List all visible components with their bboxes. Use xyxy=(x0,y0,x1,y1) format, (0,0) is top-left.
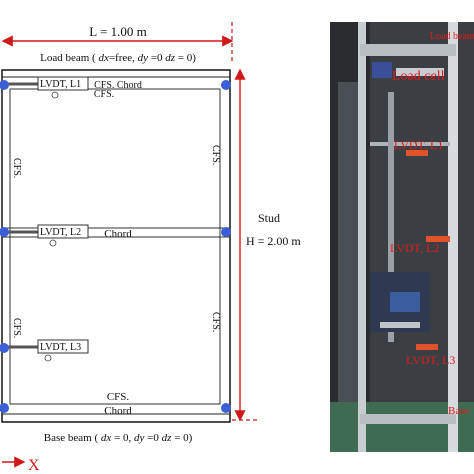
x-axis-label: X xyxy=(28,457,40,474)
photo-lvdt-l2-label: LVDT, L2 xyxy=(390,241,440,255)
mid-chord-label: Chord xyxy=(104,228,132,240)
outer-frame xyxy=(1,69,231,423)
node-mid-left xyxy=(0,227,9,237)
height-dimension: Stud H = 2.00 m xyxy=(232,68,301,422)
lvdt-l1-body xyxy=(37,76,89,91)
base-beam-label: Base beam ( dx = 0, dy =0 dz = 0) xyxy=(44,432,193,444)
inner-frame xyxy=(9,88,221,405)
node-bottom-right xyxy=(221,403,231,413)
photo-base-label: Base xyxy=(448,405,470,417)
lvdt-l2: LVDT, L2 xyxy=(8,224,89,247)
lvdt-l2-clamp xyxy=(49,239,57,247)
node-top-left xyxy=(0,80,9,90)
left-cfs-label-bottom: CFS. xyxy=(11,318,22,338)
bottom-chord-label: Chord xyxy=(104,405,132,417)
x-axis: X xyxy=(2,456,40,474)
node-lower-left xyxy=(0,343,9,353)
right-cfs-label-bottom: CFS. xyxy=(210,312,221,332)
length-dimension: L = 1.00 m xyxy=(1,22,234,64)
test-setup-photo: Load beam Load cell LVDT, L1 LVDT, L2 LV… xyxy=(330,22,474,452)
node-bottom-left xyxy=(0,403,9,413)
height-label: H = 2.00 m xyxy=(246,234,301,248)
lvdt-l1: LVDT, L1 xyxy=(8,76,89,99)
lvdt-l1-label: LVDT, L1 xyxy=(40,79,81,90)
lvdt-l2-label: LVDT, L2 xyxy=(40,227,81,238)
right-cfs-label-top: CFS. xyxy=(210,145,221,165)
top-cfs-chord-label: CFS. Chord xyxy=(94,80,142,91)
left-cfs-label-top: CFS. xyxy=(11,158,22,178)
lvdt-l3-label: LVDT, L3 xyxy=(40,342,81,353)
length-label: L = 1.00 m xyxy=(89,24,146,39)
lvdt-l1-clamp xyxy=(51,91,59,99)
wall-schematic: L = 1.00 m Load beam ( dx=free, dy =0 dz… xyxy=(0,22,301,474)
connection-nodes xyxy=(0,80,231,413)
stud-label: Stud xyxy=(258,211,280,225)
test-setup-photo-drawing xyxy=(330,22,474,452)
node-top-right xyxy=(221,80,231,90)
lvdt-l3-body xyxy=(37,339,89,354)
top-cfs-label: CFS. xyxy=(94,89,114,100)
photo-load-cell-label: Load cell xyxy=(392,69,445,84)
photo-lvdt-l3-label: LVDT, L3 xyxy=(406,353,456,367)
photo-lvdt-l1-label: LVDT, L1 xyxy=(394,138,444,152)
lvdt-l2-body xyxy=(37,224,89,239)
node-mid-right xyxy=(221,227,231,237)
photo-load-beam-label: Load beam xyxy=(430,31,474,42)
bottom-cfs-label: CFS. xyxy=(107,391,130,403)
lvdt-l3: LVDT, L3 xyxy=(8,339,89,362)
lvdt-l3-clamp xyxy=(44,354,52,362)
load-beam-label: Load beam ( dx=free, dy =0 dz = 0) xyxy=(40,52,196,64)
